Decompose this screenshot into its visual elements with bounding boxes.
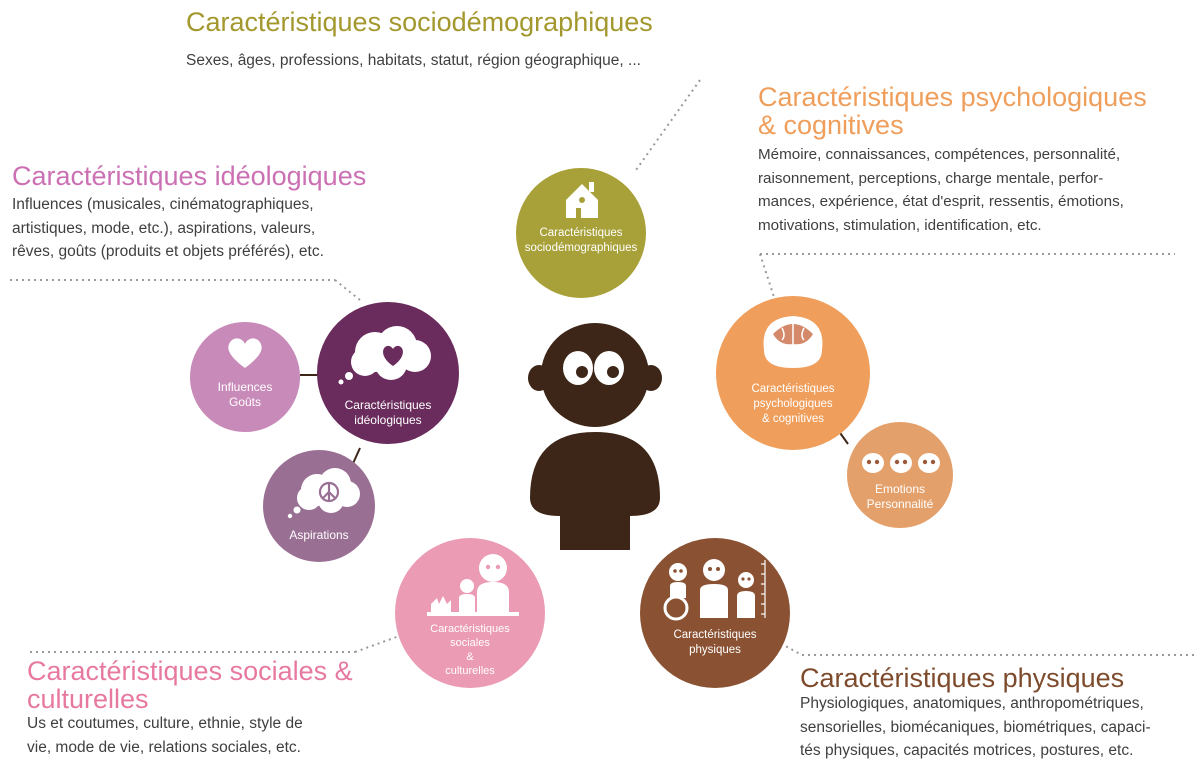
- emotions-circle-label: Emotions Personnalité: [866, 482, 934, 511]
- people-icon: [427, 554, 519, 616]
- physique-description: Physiologiques, anatomiques, anthropomét…: [800, 695, 1151, 759]
- connector-sociodemo: [635, 79, 701, 171]
- aspirations-circle: Aspirations: [263, 450, 375, 562]
- physique-circle-label: Caractéristiques physiques: [673, 629, 757, 656]
- body-figures-icon: [663, 559, 766, 621]
- social-circle: Caractéristiques sociales & culturelles: [395, 538, 545, 688]
- ideo-description: Influences (musicales, cinématographique…: [12, 196, 324, 260]
- person-figure: [528, 323, 662, 550]
- ideo-circle: Caractéristiques idéologiques: [317, 302, 459, 444]
- brain-icon: [763, 316, 823, 368]
- influences-circle: Influences Goûts: [190, 322, 300, 432]
- psycho-circle-label: Caractéristiques psychologiques & cognit…: [751, 383, 835, 425]
- aspirations-circle-label: Aspirations: [289, 528, 349, 542]
- peace-thought-icon: [287, 468, 360, 519]
- connector-psycho-d: [759, 253, 776, 301]
- eyes-icon: [563, 351, 624, 385]
- ideo-heading: Caractéristiques idéologiques: [12, 161, 367, 191]
- connector-ideo-d: [334, 279, 361, 301]
- social-circle-label: Caractéristiques sociales & culturelles: [430, 623, 510, 677]
- emotions-circle: Emotions Personnalité: [847, 422, 953, 528]
- physique-heading: Caractéristiques physiques: [800, 663, 1125, 693]
- psycho-circle: Caractéristiques psychologiques & cognit…: [716, 296, 870, 450]
- social-heading: Caractéristiques sociales & culturelles: [27, 656, 353, 714]
- heart-thought-icon: [338, 326, 431, 385]
- social-description: Us et coutumes, culture, ethnie, style d…: [27, 715, 303, 756]
- influences-circle-label: Influences Goûts: [217, 380, 273, 409]
- ideo-circle-label: Caractéristiques idéologiques: [344, 398, 432, 427]
- sociodemo-description: Sexes, âges, professions, habitats, stat…: [186, 52, 641, 69]
- sociodemo-circle-label: Caractéristiques sociodémographiques: [524, 227, 638, 254]
- faces-icon: [862, 453, 940, 473]
- house-icon: [566, 182, 598, 218]
- sociodemo-circle: Caractéristiques sociodémographiques: [516, 168, 646, 298]
- sociodemo-heading: Caractéristiques sociodémographiques: [186, 7, 653, 37]
- heart-icon: [228, 338, 262, 368]
- psycho-heading: Caractéristiques psychologiques & cognit…: [758, 82, 1147, 140]
- physique-circle: Caractéristiques physiques: [640, 538, 790, 688]
- psycho-description: Mémoire, connaissances, compétences, per…: [758, 146, 1124, 234]
- connector-social-d: [354, 634, 403, 653]
